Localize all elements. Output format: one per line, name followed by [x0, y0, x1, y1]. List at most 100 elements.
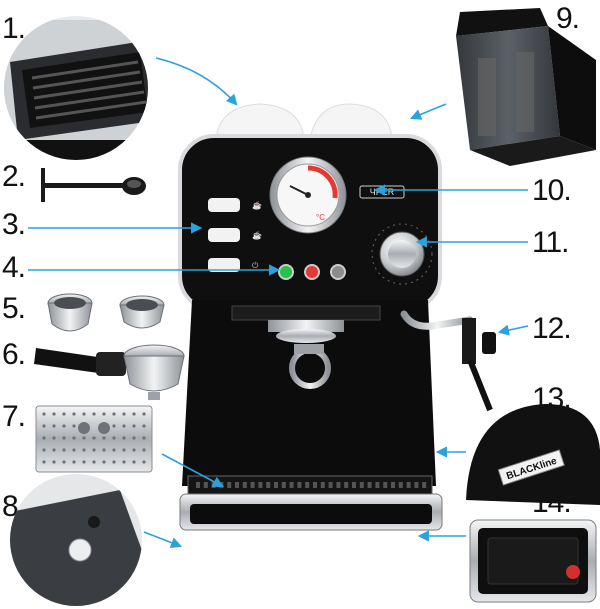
- tray-slot: [281, 482, 286, 488]
- part-9-water-tank: [456, 8, 596, 166]
- power-button[interactable]: [208, 258, 240, 272]
- grid-hole: [112, 436, 116, 440]
- grid-hole: [62, 424, 66, 428]
- grid-hole: [142, 424, 146, 428]
- tray-slot: [297, 482, 302, 488]
- thermometer-gauge: °C: [269, 156, 347, 234]
- grid-hole: [72, 412, 76, 416]
- callout-arrows: [28, 57, 529, 548]
- grid-hole: [62, 460, 66, 464]
- red-indicator-light: [304, 264, 320, 280]
- part-2-measuring-spoon: [41, 168, 146, 202]
- grid-hole: [62, 448, 66, 452]
- grid-hole: [92, 448, 96, 452]
- grid-hole: [42, 448, 46, 452]
- tray-slot: [344, 482, 349, 488]
- callout-5: 5.: [2, 292, 26, 325]
- tray-slot: [375, 482, 380, 488]
- grid-hole: [132, 460, 136, 464]
- grid-hole: [92, 412, 96, 416]
- grid-hole: [52, 412, 56, 416]
- grid-hole: [52, 436, 56, 440]
- grid-hole: [42, 424, 46, 428]
- grid-hole: [52, 424, 56, 428]
- grid-hole: [122, 424, 126, 428]
- tray-slot: [422, 482, 427, 488]
- grid-hole: [42, 460, 46, 464]
- double-espresso-button[interactable]: [208, 228, 240, 242]
- grid-hole: [102, 436, 106, 440]
- tray-slot: [328, 482, 333, 488]
- grid-hole: [72, 460, 76, 464]
- tray-slot: [336, 482, 341, 488]
- green-indicator-light: [278, 264, 294, 280]
- arrow-7: [161, 453, 224, 488]
- grid-hole: [62, 436, 66, 440]
- tray-slot: [274, 482, 278, 488]
- tray-slot: [258, 482, 263, 488]
- tray-slot: [367, 482, 372, 488]
- grid-hole: [132, 436, 136, 440]
- tray-slot: [289, 482, 294, 488]
- tray-slot: [383, 482, 388, 488]
- grid-hole: [122, 412, 126, 416]
- tray-slot: [305, 482, 310, 488]
- callout-9: 9.: [556, 2, 580, 35]
- tray-slot: [391, 482, 395, 488]
- grid-hole: [142, 460, 146, 464]
- callout-3: 3.: [2, 208, 26, 241]
- tray-slot: [352, 482, 356, 488]
- grid-hole: [142, 436, 146, 440]
- grid-hole: [82, 460, 86, 464]
- grid-hole: [102, 412, 106, 416]
- tray-slot: [203, 482, 208, 488]
- grid-hole: [122, 448, 126, 452]
- steam-indicator-light: [330, 264, 346, 280]
- tray-slot: [266, 482, 271, 488]
- callout-1: 1.: [2, 12, 26, 45]
- grid-hole: [102, 460, 106, 464]
- part-14-drip-tray: [469, 519, 597, 603]
- indicator-lights: [278, 264, 346, 280]
- grid-hole: [92, 436, 96, 440]
- tray-slot: [196, 482, 200, 488]
- part-6-portafilter: [34, 344, 185, 400]
- tray-slot: [250, 482, 255, 488]
- grid-hole: [52, 448, 56, 452]
- espresso-button[interactable]: [208, 198, 240, 212]
- tray-slot: [235, 482, 239, 488]
- part-8-drip-tray-detail: [10, 474, 142, 606]
- grid-hole: [62, 412, 66, 416]
- grid-hole: [122, 460, 126, 464]
- grid-hole: [42, 436, 46, 440]
- grid-hole: [72, 448, 76, 452]
- grid-hole: [112, 424, 116, 428]
- function-buttons: ☕ ☕ ⏻: [208, 198, 262, 272]
- tray-slot: [313, 482, 317, 488]
- steam-wand: [400, 310, 496, 412]
- tray-slot: [242, 482, 247, 488]
- grid-hole: [142, 448, 146, 452]
- grid-hole: [132, 412, 136, 416]
- tray-slot: [320, 482, 325, 488]
- grid-hole: [132, 424, 136, 428]
- grid-hole: [112, 412, 116, 416]
- arrow-8: [143, 531, 183, 548]
- tray-slot: [359, 482, 364, 488]
- part-13-base-cover: BLACKline: [466, 404, 600, 505]
- svg-text:☕: ☕: [252, 230, 262, 240]
- callout-2: 2.: [2, 160, 26, 193]
- part-7-drip-grid: [35, 405, 153, 473]
- espresso-machine: ☕ ☕ ⏻ °C ЧPER: [178, 103, 496, 531]
- grid-hole: [132, 448, 136, 452]
- callout-11: 11.: [532, 226, 569, 259]
- grid-hole: [102, 448, 106, 452]
- svg-text:⏻: ⏻: [252, 261, 259, 270]
- grid-hole: [122, 436, 126, 440]
- callout-10: 10.: [532, 174, 572, 207]
- svg-text:☕: ☕: [252, 200, 262, 210]
- grid-hole: [82, 412, 86, 416]
- steam-control-knob[interactable]: [371, 223, 433, 285]
